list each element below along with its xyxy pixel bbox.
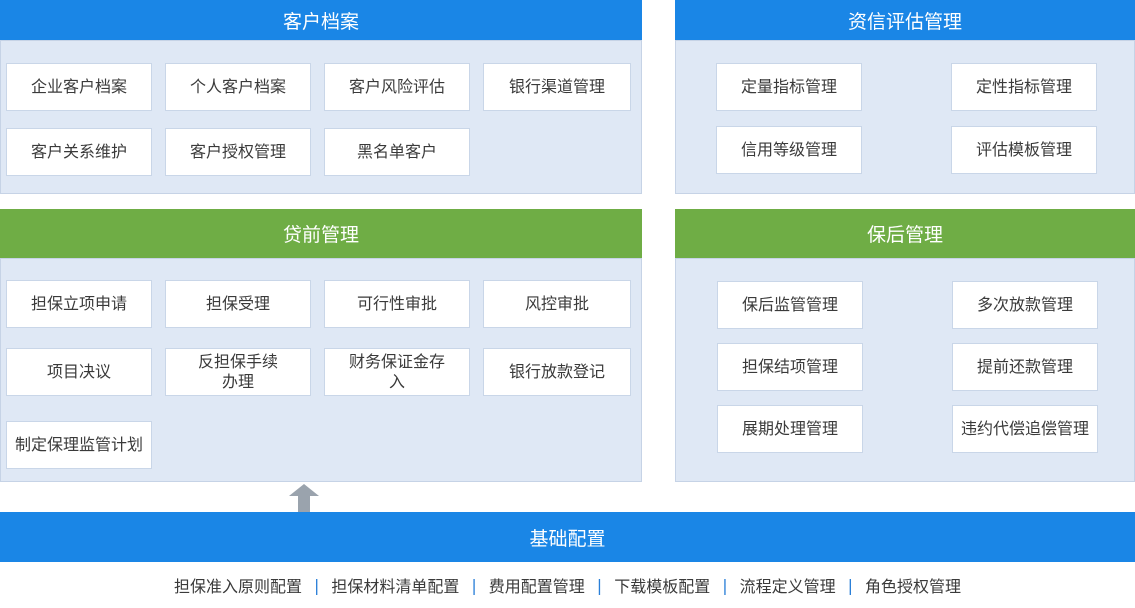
postloan-item: 保后监管管理	[717, 281, 863, 329]
credit-header: 资信评估管理	[675, 0, 1135, 40]
preloan-item: 反担保手续办理	[165, 348, 311, 396]
customer-item: 黑名单客户	[324, 128, 470, 176]
preloan-item: 担保受理	[165, 280, 311, 328]
credit-item: 定量指标管理	[716, 63, 862, 111]
base-title: 基础配置	[529, 527, 606, 550]
postloan-title: 保后管理	[866, 224, 943, 246]
base-item: 流程定义管理	[739, 577, 836, 596]
base-header: 基础配置	[0, 512, 1135, 562]
preloan-item: 风控审批	[483, 280, 631, 328]
credit-title: 资信评估管理	[847, 10, 962, 33]
preloan-item: 制定保理监管计划	[6, 421, 152, 469]
credit-item: 信用等级管理	[716, 126, 862, 174]
base-item: 担保准入原则配置	[173, 577, 302, 596]
preloan-title: 贷前管理	[282, 224, 359, 246]
customer-item: 客户授权管理	[165, 128, 311, 176]
base-item: 担保材料清单配置	[331, 577, 460, 596]
customer-item: 客户风险评估	[324, 63, 470, 111]
preloan-item: 财务保证金存入	[324, 348, 470, 396]
base-config-list: 担保准入原则配置 | 担保材料清单配置 | 费用配置管理 | 下载模板配置 | …	[0, 562, 1135, 608]
postloan-item: 多次放款管理	[952, 281, 1098, 329]
preloan-header: 贷前管理	[0, 209, 642, 258]
preloan-item: 担保立项申请	[6, 280, 152, 328]
up-arrow-icon	[289, 484, 319, 512]
credit-item: 评估模板管理	[951, 126, 1097, 174]
postloan-header: 保后管理	[675, 209, 1135, 258]
postloan-item: 展期处理管理	[717, 405, 863, 453]
preloan-item: 可行性审批	[324, 280, 470, 328]
customer-item: 个人客户档案	[165, 63, 311, 111]
customer-title: 客户档案	[282, 10, 359, 33]
preloan-item: 项目决议	[6, 348, 152, 396]
postloan-item: 违约代偿追偿管理	[952, 405, 1098, 453]
customer-item: 客户关系维护	[6, 128, 152, 176]
postloan-item: 担保结项管理	[717, 343, 863, 391]
customer-header: 客户档案	[0, 0, 642, 40]
postloan-item: 提前还款管理	[952, 343, 1098, 391]
base-item: 费用配置管理	[488, 577, 585, 596]
customer-item: 银行渠道管理	[483, 63, 631, 111]
credit-item: 定性指标管理	[951, 63, 1097, 111]
base-item: 角色授权管理	[865, 577, 962, 596]
customer-item: 企业客户档案	[6, 63, 152, 111]
preloan-item: 银行放款登记	[483, 348, 631, 396]
base-item: 下载模板配置	[614, 577, 711, 596]
